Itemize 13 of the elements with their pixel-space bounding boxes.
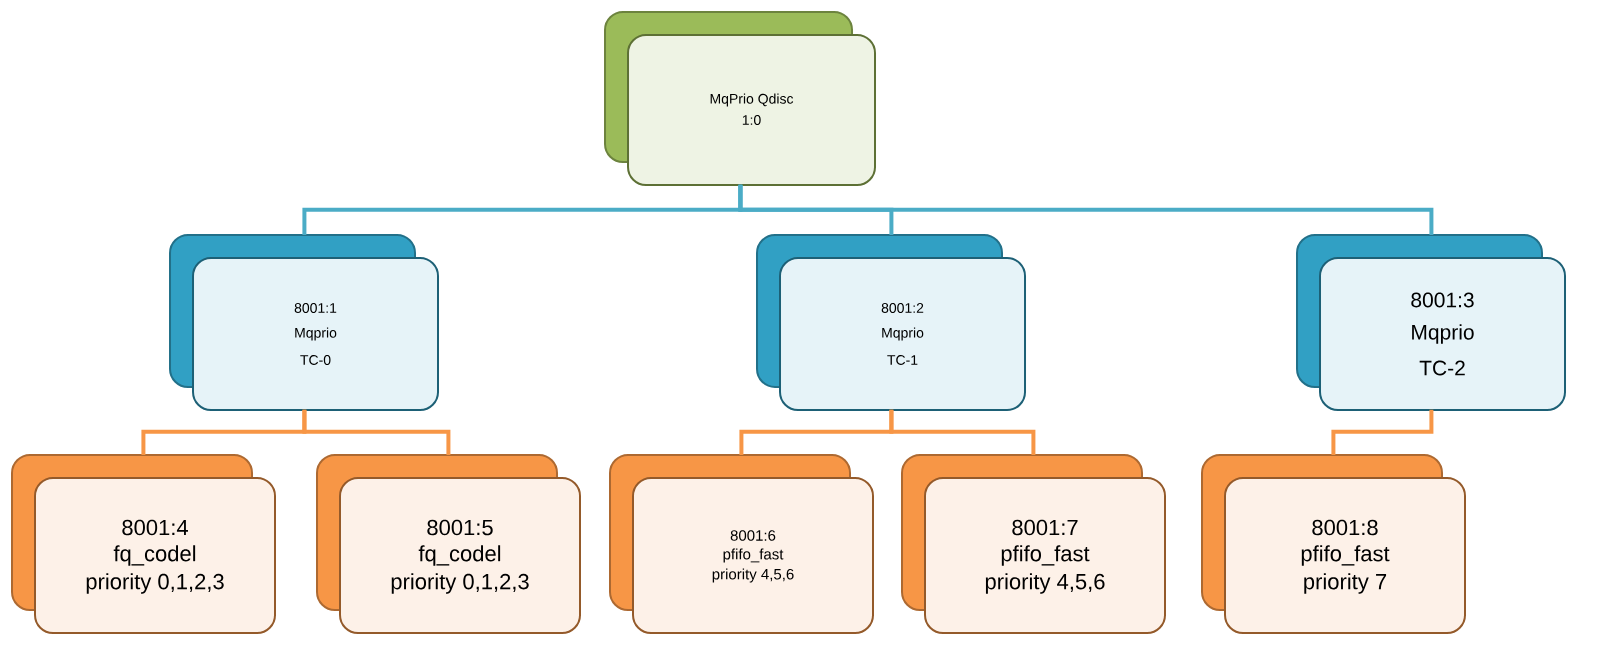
connector-line (738, 184, 1434, 235)
card-node: 8001:7 pfifo_fast priority 4,5,6 (901, 454, 1166, 634)
card-node: 8001:8 pfifo_fast priority 7 (1201, 454, 1466, 634)
card-node: 8001:5 fq_codel priority 0,1,2,3 (316, 454, 581, 634)
connector-line (302, 409, 451, 455)
card-node: 8001:6 pfifo_fast priority 4,5,6 (609, 454, 874, 634)
card-node: 8001:1 Mqprio TC-0 (169, 234, 439, 411)
card-node: 8001:3 Mqprio TC-2 (1296, 234, 1566, 411)
connector-line (1331, 409, 1434, 455)
card-node: 8001:2 Mqprio TC-1 (756, 234, 1026, 411)
card-node: 8001:4 fq_codel priority 0,1,2,3 (11, 454, 276, 634)
connector-line (889, 409, 1036, 455)
card-node: MqPrio Qdisc 1:0 (604, 11, 876, 186)
